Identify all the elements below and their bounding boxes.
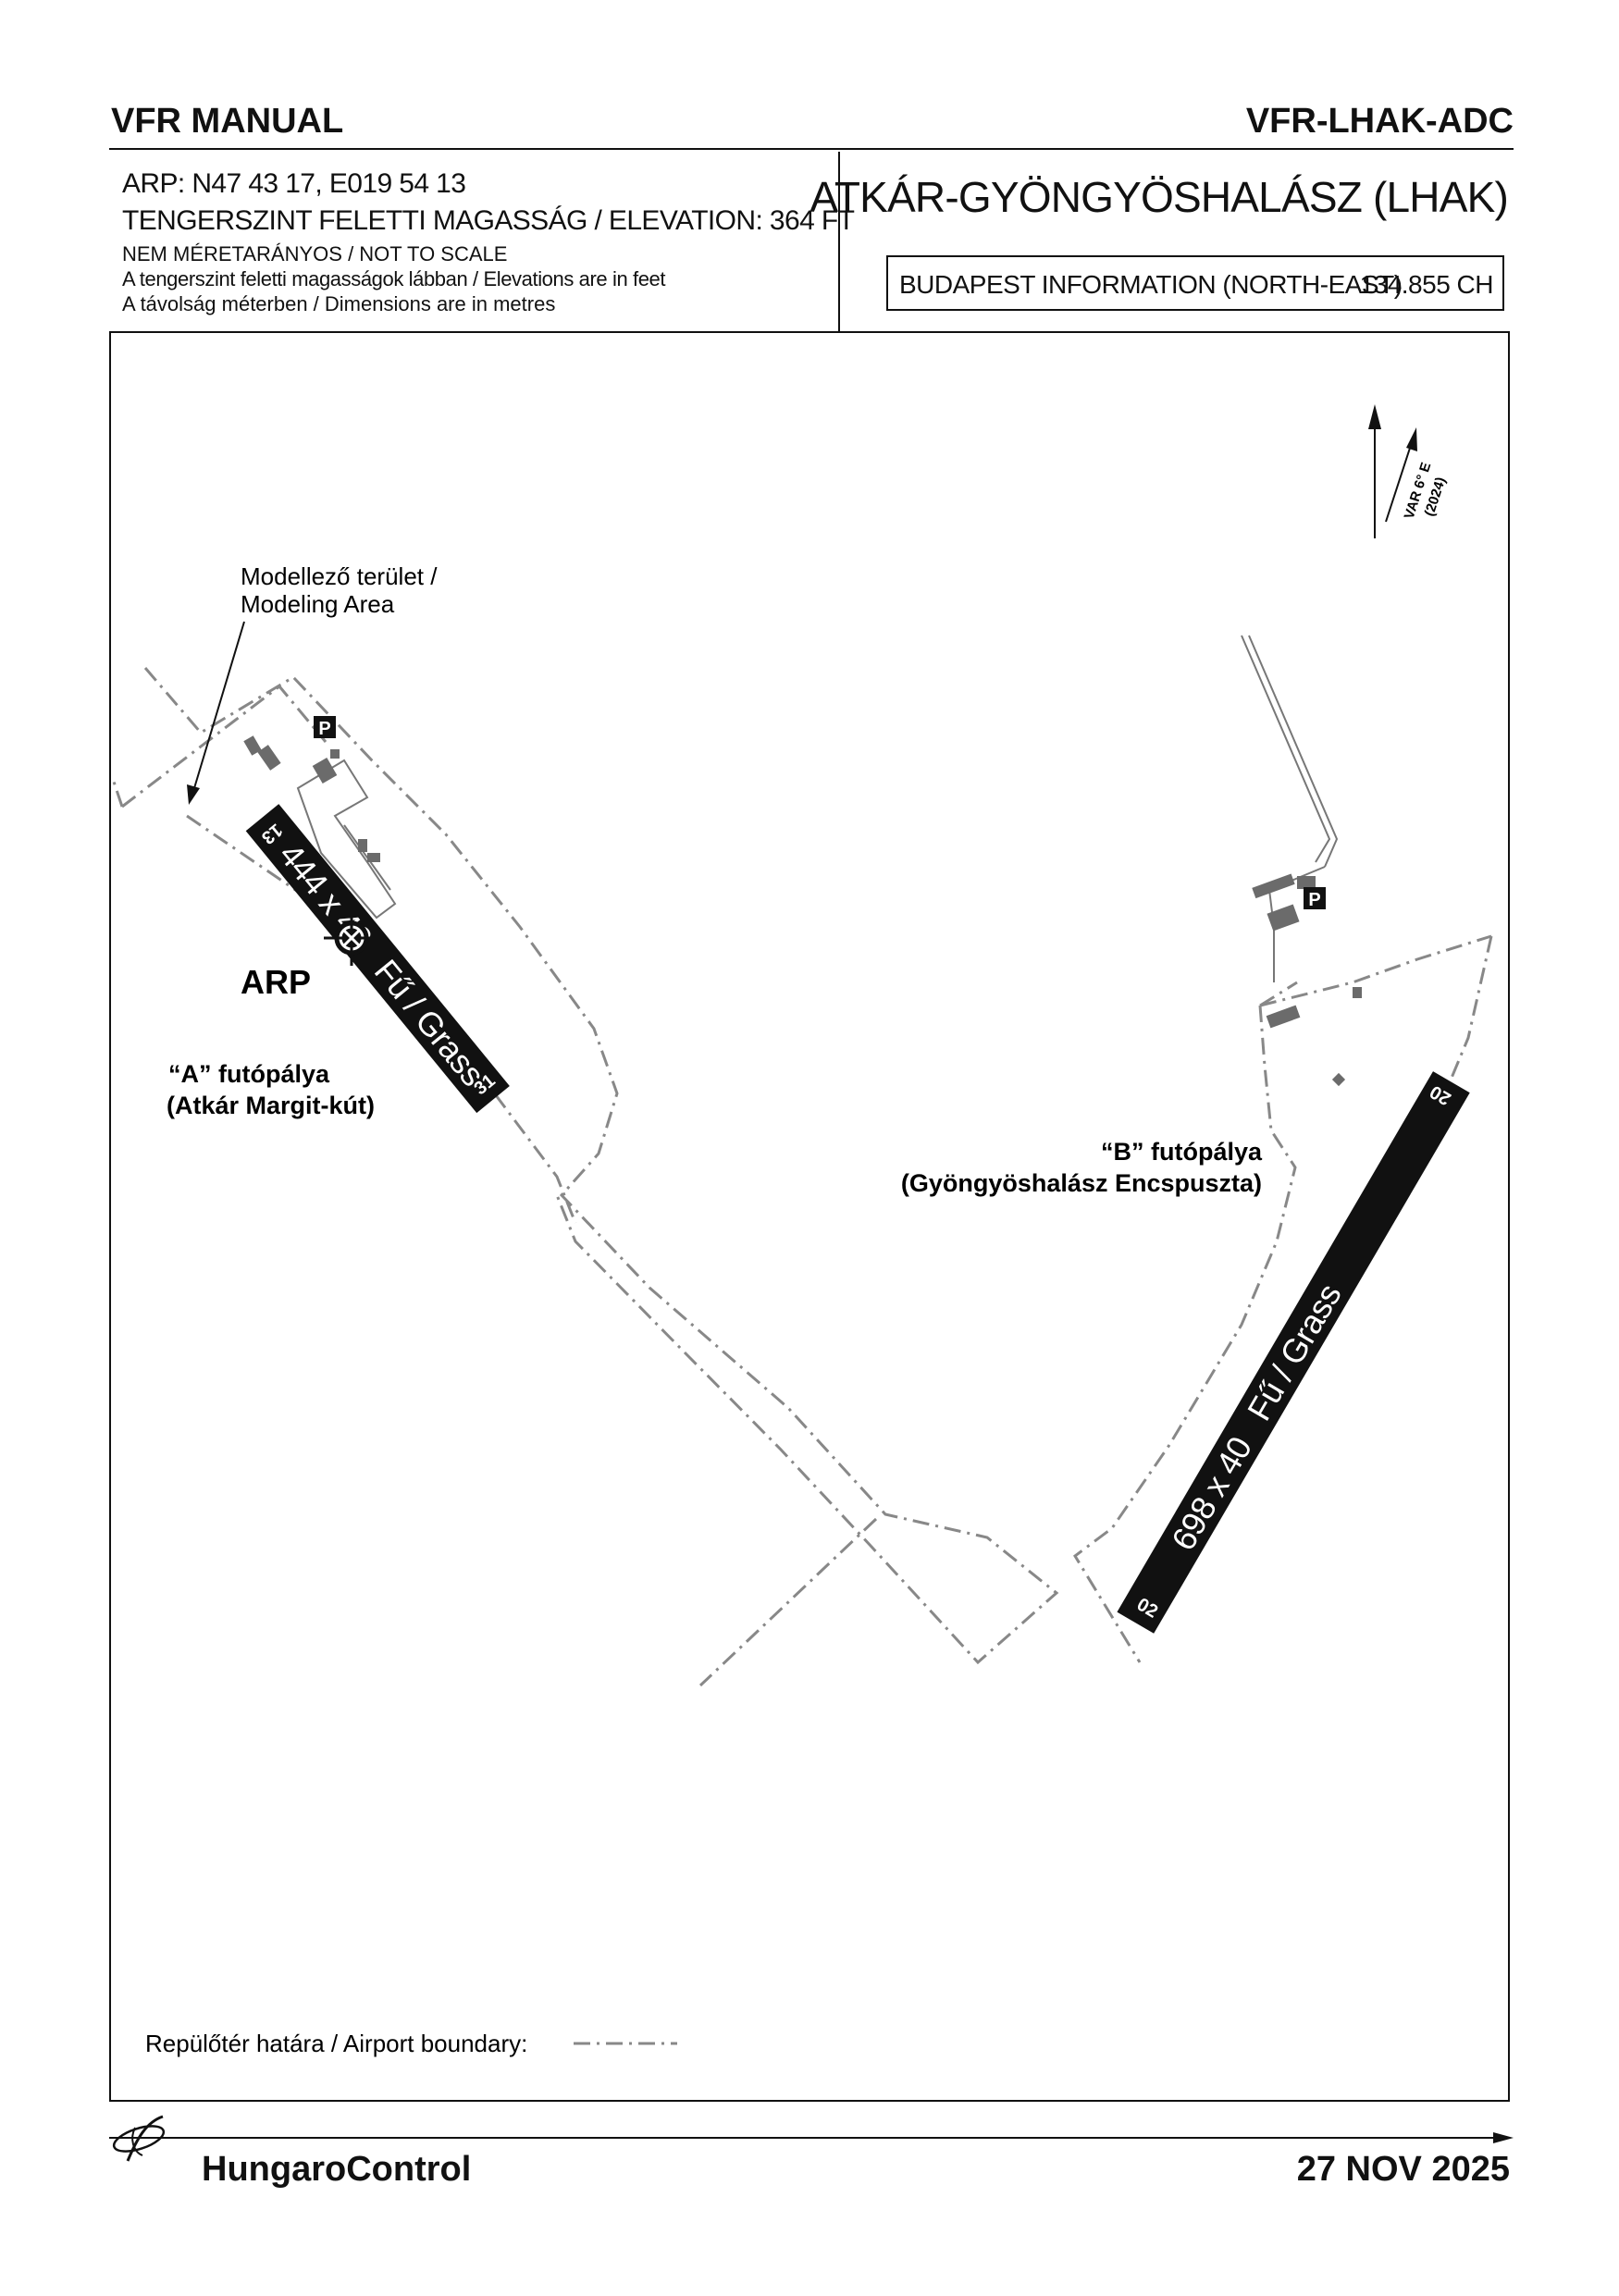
frequency-value: 134.855 CH <box>1359 270 1494 299</box>
frequency-label: BUDAPEST INFORMATION (NORTH-EAST) <box>899 270 1403 299</box>
elevation-text: TENGERSZINT FELETTI MAGASSÁG / ELEVATION… <box>122 205 855 236</box>
runway-b-boundary <box>1073 934 1493 1663</box>
runway-a-location: (Atkár Margit-kút) <box>167 1092 375 1119</box>
footer-arrow <box>1493 2132 1514 2143</box>
scale-note: NEM MÉRETARÁNYOS / NOT TO SCALE <box>122 242 508 265</box>
modeling-area-arrow <box>187 621 245 805</box>
hungarocontrol-logo-icon <box>112 2115 166 2162</box>
footer-rule <box>109 2137 1497 2139</box>
svg-text:P: P <box>318 719 330 739</box>
buildings-b <box>1252 873 1362 1087</box>
svg-text:698 x 40 Fű / Grass: 698 x 40 Fű / Grass <box>1164 1278 1349 1557</box>
runway-a-boundary <box>111 667 1059 1687</box>
runway-b-location: (Gyöngyöshalász Encspuszta) <box>901 1169 1262 1197</box>
dimension-units-note: A távolság méterben / Dimensions are in … <box>122 292 556 315</box>
north-arrow: VAR 6° E (2024) <box>1368 404 1449 538</box>
footer-brand: HungaroControl <box>202 2150 472 2189</box>
arp-symbol <box>324 910 379 966</box>
arp-coordinates: ARP: N47 43 17, E019 54 13 <box>122 168 466 199</box>
parking-sign-a: P <box>314 716 336 739</box>
legend-boundary-label: Repülőtér határa / Airport boundary: <box>145 2030 527 2057</box>
aerodrome-map: P P 13 444 x 40 Fű / Grass 31 02 698 x 4… <box>109 331 1510 2102</box>
access-road-b <box>1241 635 1339 982</box>
runway-a-name: “A” futópálya <box>168 1060 330 1088</box>
header-rule <box>109 148 1514 150</box>
header-divider <box>838 152 840 331</box>
parking-sign-b: P <box>1304 887 1326 910</box>
modeling-area-label-2: Modeling Area <box>241 590 395 618</box>
modeling-area-label-1: Modellező terület / <box>241 562 438 590</box>
chart-id: VFR-LHAK-ADC <box>1245 102 1514 141</box>
frequency-box: BUDAPEST INFORMATION (NORTH-EAST) 134.85… <box>886 255 1504 311</box>
buildings-a <box>243 735 380 862</box>
map-canvas: P P 13 444 x 40 Fű / Grass 31 02 698 x 4… <box>111 404 1493 2057</box>
manual-title: VFR MANUAL <box>111 102 344 141</box>
footer-date: 27 NOV 2025 <box>1296 2150 1510 2189</box>
arp-label: ARP <box>241 963 311 1001</box>
runway-b-name: “B” futópálya <box>1101 1138 1263 1166</box>
svg-text:P: P <box>1308 890 1320 910</box>
elevation-units-note: A tengerszint feletti magasságok lábban … <box>122 267 666 290</box>
aerodrome-name: ATKÁR-GYÖNGYÖSHALÁSZ (LHAK) <box>810 173 1508 221</box>
